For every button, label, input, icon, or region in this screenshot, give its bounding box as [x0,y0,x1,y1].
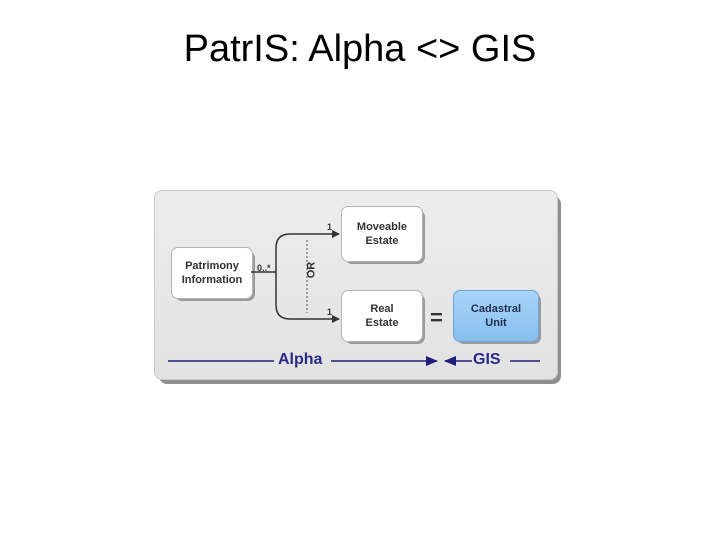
patrimony-line-1: Patrimony [185,260,239,272]
patrimony-information-box: Patrimony Information [171,247,253,299]
alpha-label: Alpha [278,351,323,368]
cadastral-unit-box: Cadastral Unit [453,290,539,342]
cadastral-line-1: Cadastral [470,303,522,315]
or-label: OR [305,261,318,279]
real-line-2: Estate [365,317,399,329]
slide-title: PatrIS: Alpha <> GIS [183,28,537,70]
equals-sign: = [430,305,443,330]
moveable-line-2: Estate [365,235,399,247]
multiplicity-moveable: 1 [327,222,333,232]
association-line-moveable [275,230,340,272]
gis-label: GIS [473,351,501,368]
real-estate-box: Real Estate [341,290,423,342]
moveable-estate-box: Moveable Estate [341,206,423,262]
real-line-1: Real [370,303,394,315]
cadastral-line-2: Unit [485,317,507,329]
multiplicity-source: 0..* [257,263,271,273]
association-line-real [275,272,340,323]
multiplicity-real: 1 [327,307,333,317]
moveable-line-1: Moveable [356,221,408,233]
patrimony-line-2: Information [181,274,243,286]
